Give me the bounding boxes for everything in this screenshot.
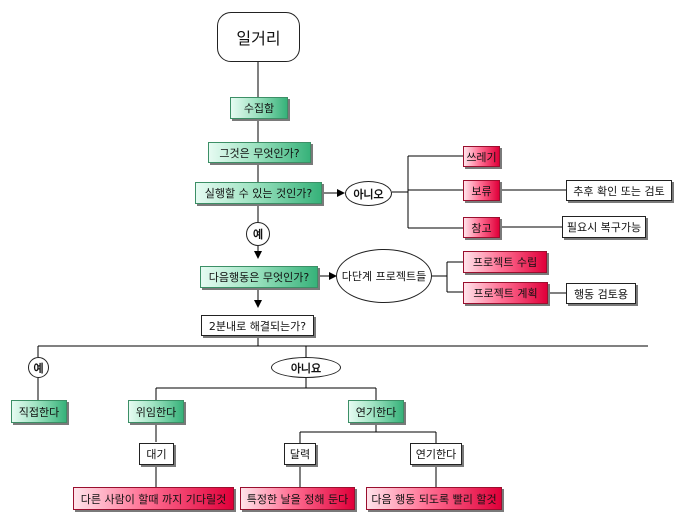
calendar-node: 달력 bbox=[284, 443, 316, 465]
calendar-note-node: 특정한 날을 정해 둔다 bbox=[240, 487, 355, 510]
inbox-node: 수집함 bbox=[230, 97, 288, 119]
waiting-node: 대기 bbox=[139, 443, 174, 465]
do-it-node: 직접한다 bbox=[11, 400, 67, 423]
defer-again-node: 연기한다 bbox=[410, 443, 462, 465]
yes-decision-2: 예 bbox=[28, 357, 49, 378]
action-review-note: 행동 검토용 bbox=[566, 283, 636, 304]
multi-step-projects: 다단계 프로젝트들 bbox=[336, 249, 432, 303]
hold-note: 추후 확인 또는 검토 bbox=[566, 180, 672, 201]
project-plan-node: 프로젝트 수립 bbox=[463, 251, 547, 273]
hold-node: 보류 bbox=[463, 180, 500, 201]
no-decision-2: 아니요 bbox=[271, 357, 341, 378]
question-next-action-node: 다음행동은 무엇인가? bbox=[200, 266, 318, 288]
start-node: 일거리 bbox=[217, 12, 300, 62]
question-two-minutes-node: 2분내로 해결되는가? bbox=[201, 315, 314, 336]
trash-node: 쓰레기 bbox=[463, 146, 500, 167]
waiting-note-node: 다른 사람이 할때 까지 기다릴것 bbox=[73, 487, 234, 510]
reference-note: 필요시 복구가능 bbox=[562, 216, 646, 238]
reference-node: 참고 bbox=[463, 217, 500, 238]
defer-node: 연기한다 bbox=[348, 400, 404, 423]
no-decision: 아니오 bbox=[345, 181, 392, 206]
defer-note-node: 다음 행동 되도록 빨리 할것 bbox=[366, 487, 502, 510]
question-actionable-node: 실행할 수 있는 것인가? bbox=[195, 182, 322, 204]
project-schedule-node: 프로젝트 계획 bbox=[463, 282, 548, 304]
question-what-node: 그것은 무엇인가? bbox=[208, 142, 311, 163]
delegate-node: 위임한다 bbox=[128, 400, 184, 423]
yes-decision-1: 예 bbox=[246, 222, 270, 246]
